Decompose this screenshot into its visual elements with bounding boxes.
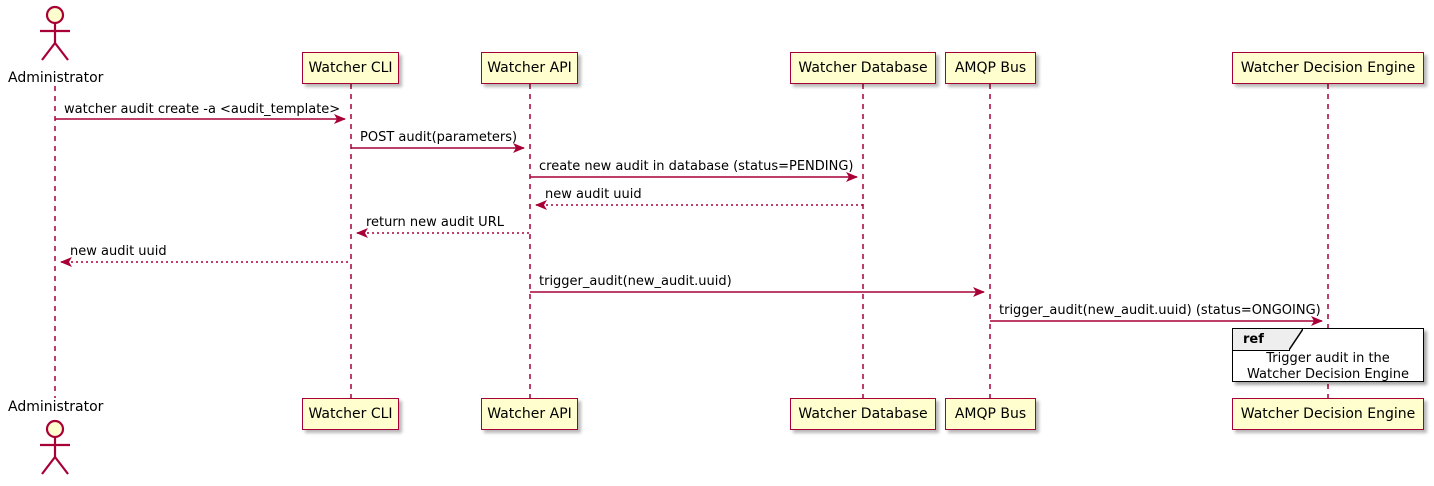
actor-label-administrator-bottom: Administrator (8, 399, 104, 415)
participant-watcher-cli-top[interactable]: Watcher CLI (302, 52, 399, 84)
participant-watcher-api-bottom[interactable]: Watcher API (481, 398, 578, 430)
participant-watcher-database-bottom[interactable]: Watcher Database (790, 398, 936, 430)
message-label-msg-1: watcher audit create -a <audit_template> (64, 102, 341, 117)
lifelines (54, 84, 1329, 398)
participant-amqp-bus-top[interactable]: AMQP Bus (945, 52, 1036, 84)
message-label-msg-2: POST audit(parameters) (360, 130, 518, 145)
actor-label-administrator-top: Administrator (8, 70, 104, 86)
participant-watcher-database-top[interactable]: Watcher Database (790, 52, 936, 84)
participant-amqp-bus-bottom[interactable]: AMQP Bus (945, 398, 1036, 430)
actor-administrator-bottom (40, 419, 70, 475)
message-label-msg-6: new audit uuid (70, 244, 167, 259)
message-label-msg-4: new audit uuid (545, 187, 642, 202)
ref-fragment-body: Trigger audit in the Watcher Decision En… (1233, 351, 1423, 383)
actor-administrator-top (40, 5, 70, 61)
message-label-msg-5: return new audit URL (366, 215, 504, 230)
participant-watcher-decision-engine-top[interactable]: Watcher Decision Engine (1232, 52, 1424, 84)
message-label-msg-7: trigger_audit(new_audit.uuid) (539, 274, 732, 289)
ref-fragment: ref Trigger audit in the Watcher Decisio… (1232, 328, 1424, 382)
message-label-msg-3: create new audit in database (status=PEN… (539, 159, 854, 174)
ref-fragment-line-2: Watcher Decision Engine (1247, 367, 1409, 382)
message-label-msg-8: trigger_audit(new_audit.uuid) (status=ON… (999, 303, 1321, 318)
ref-fragment-line-1: Trigger audit in the (1266, 351, 1390, 366)
ref-fragment-tab-label: ref (1243, 332, 1264, 347)
ref-fragment-tab-corner-icon (1289, 329, 1303, 351)
participant-watcher-api-top[interactable]: Watcher API (481, 52, 578, 84)
participant-watcher-decision-engine-bottom[interactable]: Watcher Decision Engine (1232, 398, 1424, 430)
participant-watcher-cli-bottom[interactable]: Watcher CLI (302, 398, 399, 430)
